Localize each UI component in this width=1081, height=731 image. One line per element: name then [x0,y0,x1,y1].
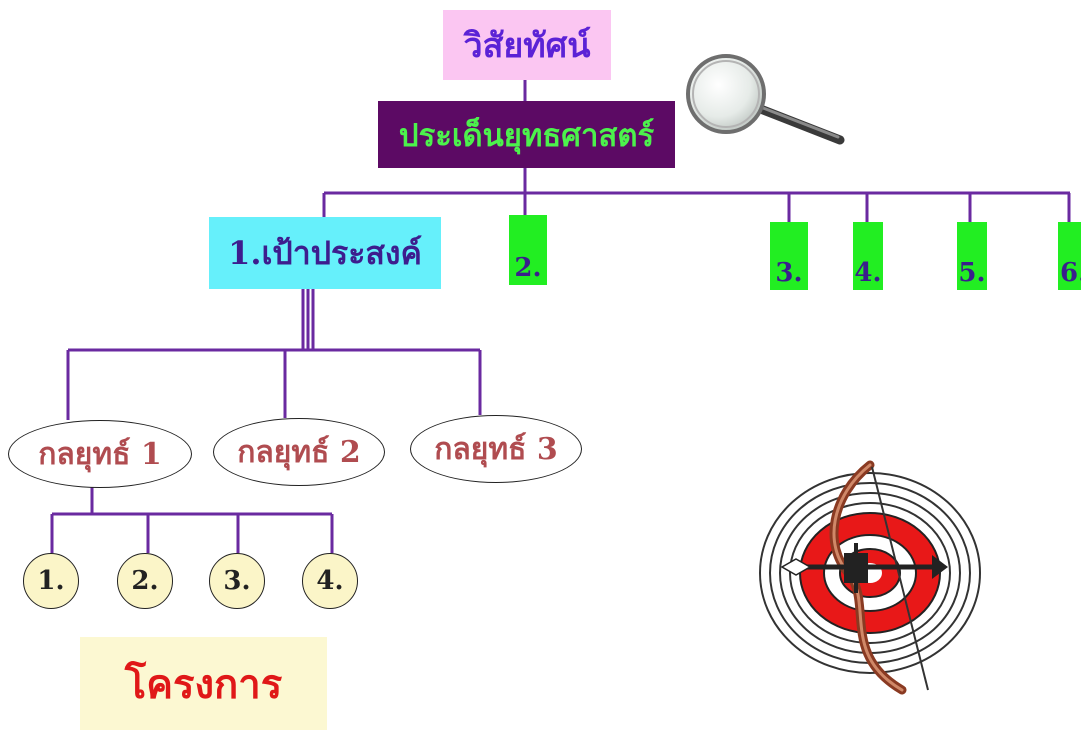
measure-label-2: 2. [131,566,159,596]
magnifying-glass-icon [686,54,845,145]
strategy-label-3: กลยุทธ์ 3 [434,431,558,467]
strategic-issue-label: ประเด็นยุทธศาสตร์ [398,117,655,154]
archery-target-icon [759,460,981,695]
goal-box-6: 6. [1058,222,1081,290]
measure-label-1: 1. [37,566,65,596]
strategy-label-2: กลยุทธ์ 2 [237,434,361,470]
strategy-ellipse-3: กลยุทธ์ 3 [410,415,582,483]
measure-circle-1: 1. [23,553,79,609]
goal-box-2: 2. [509,215,547,285]
project-label: โครงการ [124,660,283,708]
measure-label-3: 3. [223,566,251,596]
measure-label-4: 4. [316,566,344,596]
strategy-ellipse-1: กลยุทธ์ 1 [8,420,192,488]
goal-box-4: 4. [853,222,883,290]
vision-box: วิสัยทัศน์ [443,10,611,80]
vision-label: วิสัยทัศน์ [463,26,591,66]
project-box: โครงการ [80,637,327,730]
goal-label-3: 3. [775,258,803,288]
goal-box-1: 1.เป้าประสงค์ [209,217,441,289]
strategic-issue-box: ประเด็นยุทธศาสตร์ [378,101,675,168]
goal-label-1: 1.เป้าประสงค์ [228,233,422,272]
measure-circle-4: 4. [302,553,358,609]
goal-label-2: 2. [514,253,542,283]
goal-box-3: 3. [770,222,808,290]
goal-label-4: 4. [854,258,882,288]
goal-label-6: 6. [1060,258,1081,288]
measure-circle-3: 3. [209,553,265,609]
goal-box-5: 5. [957,222,987,290]
goal-label-5: 5. [958,258,986,288]
measure-circle-2: 2. [117,553,173,609]
strategy-ellipse-2: กลยุทธ์ 2 [213,418,385,486]
strategy-label-1: กลยุทธ์ 1 [38,436,162,472]
